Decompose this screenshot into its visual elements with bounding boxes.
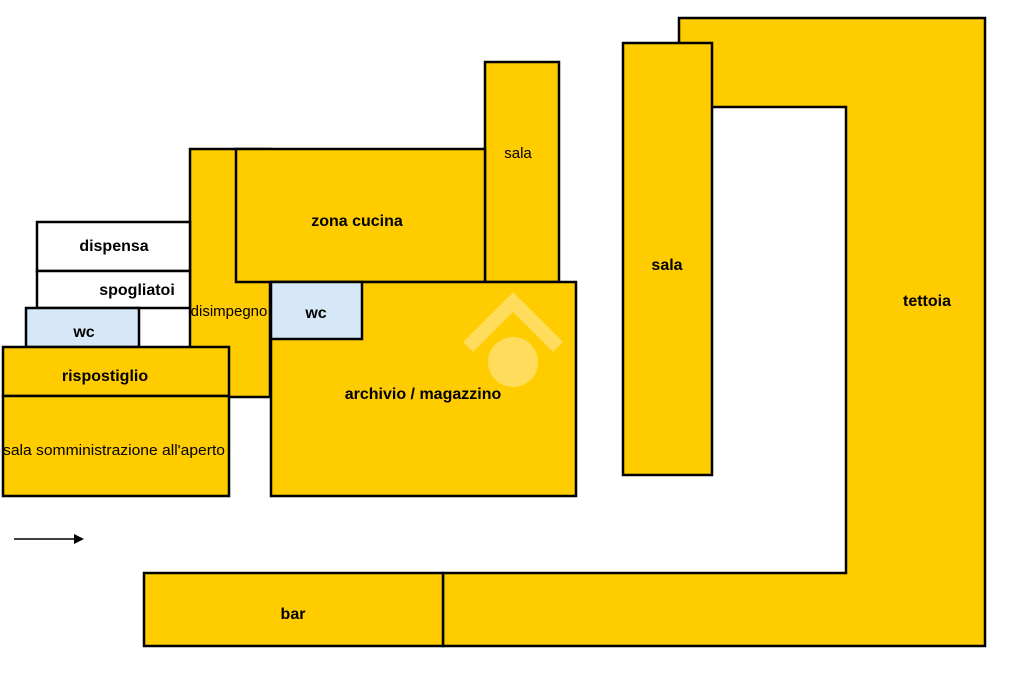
label-wc-center: wc (304, 305, 326, 322)
label-rispostiglio: rispostiglio (62, 368, 148, 385)
room-wc-left (24, 306, 141, 349)
room-spogliatoi (35, 269, 192, 310)
arrow-right-icon (14, 534, 84, 544)
room-bar (142, 571, 445, 648)
room-sala-right (621, 41, 714, 477)
label-spogliatoi: spogliatoi (99, 282, 175, 299)
label-dispensa: dispensa (79, 238, 148, 255)
label-bar: bar (281, 606, 306, 623)
label-wc-left: wc (72, 324, 94, 341)
label-tettoia: tettoia (903, 293, 951, 310)
label-sala-right: sala (651, 257, 682, 274)
label-disimpegno: disimpegno (191, 303, 268, 320)
room-sala-somministrazione (1, 394, 231, 498)
room-zona-cucina (234, 147, 487, 284)
room-sala-top (483, 60, 561, 284)
label-sala-top: sala (504, 145, 532, 162)
house-logo-watermark-icon (463, 292, 563, 387)
label-archivio-magazzino: archivio / magazzino (345, 386, 502, 403)
label-sala-somministrazione: sala somministrazione all'aperto (3, 442, 225, 459)
label-zona-cucina: zona cucina (311, 213, 403, 230)
room-wc-center (269, 280, 364, 341)
